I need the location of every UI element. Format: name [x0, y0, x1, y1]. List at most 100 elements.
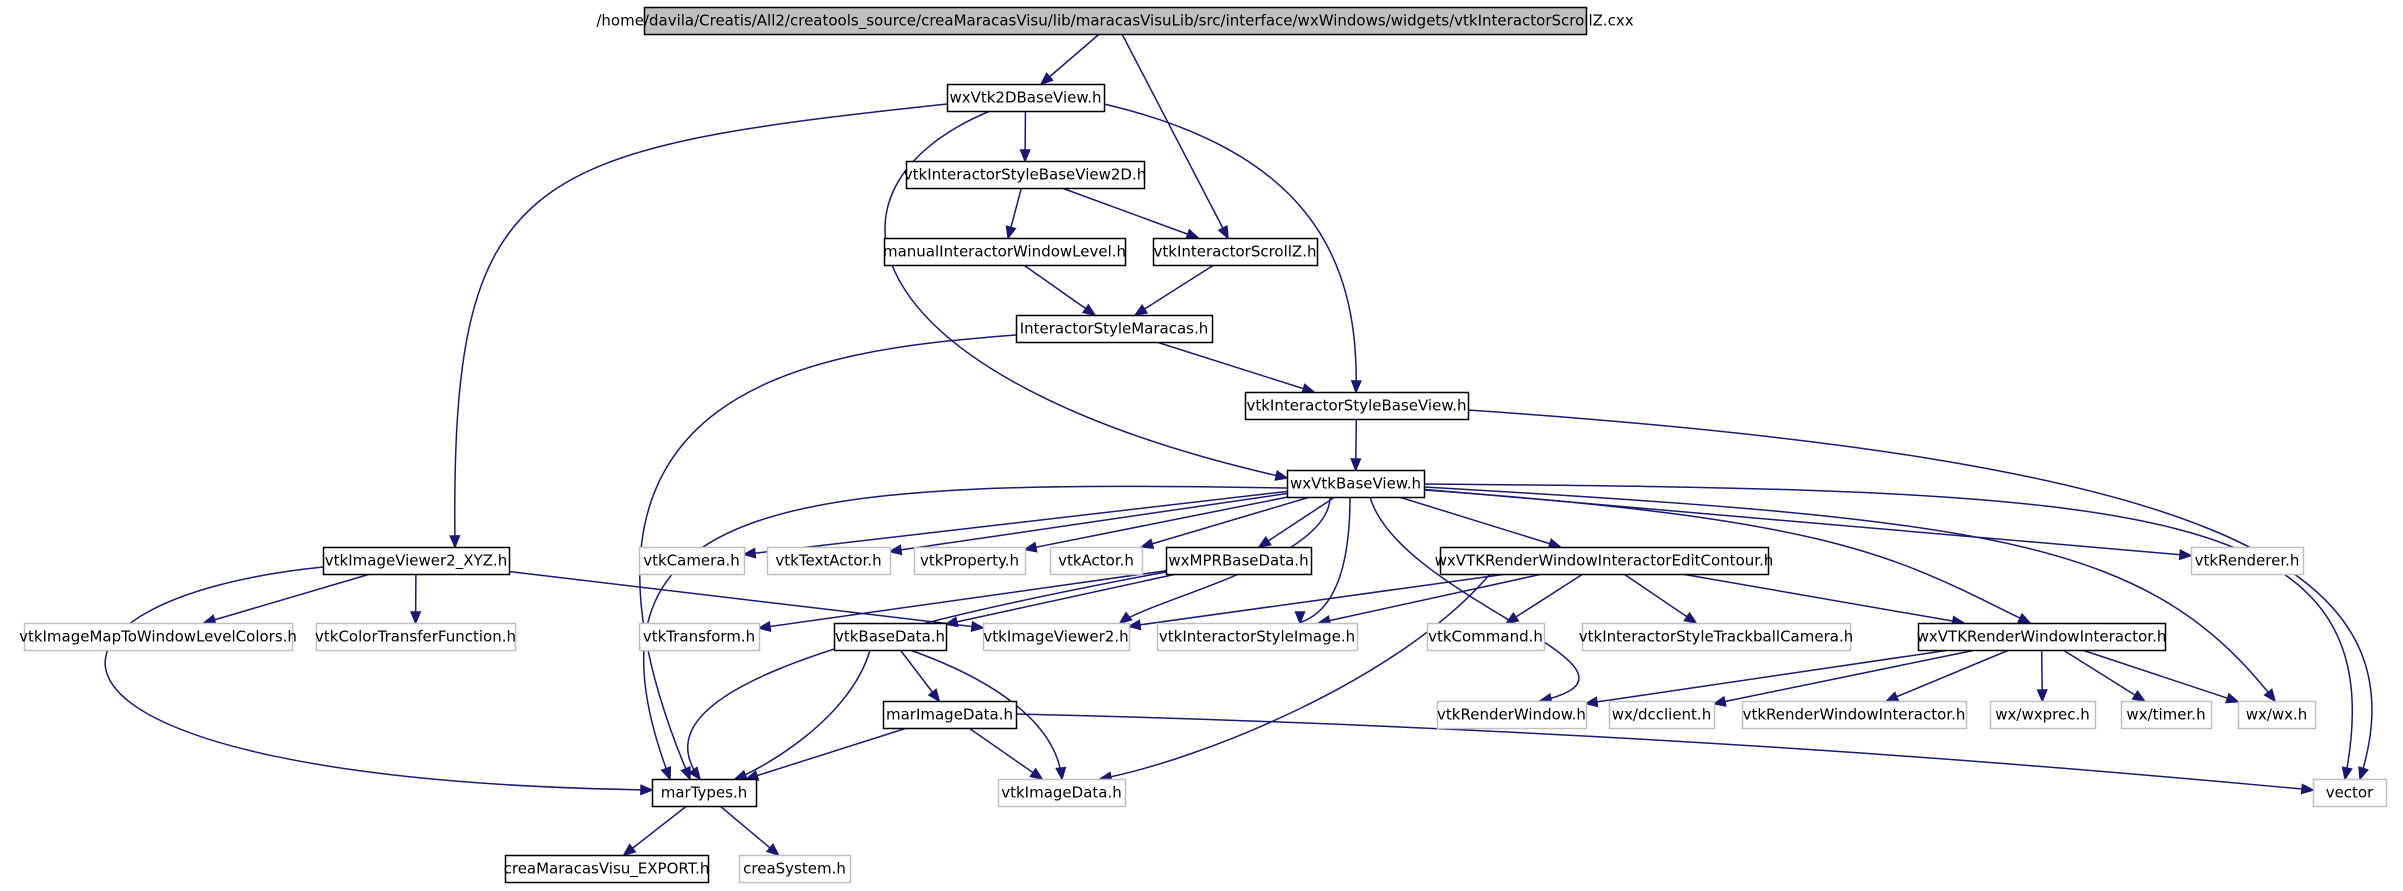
node-wxMPRBaseData[interactable]: wxMPRBaseData.h	[1165, 546, 1313, 576]
edge-line	[1713, 649, 1976, 705]
edge-wxVTKRenderWindowInteractor-to-wxwxprec	[2036, 649, 2048, 703]
node-box	[1917, 622, 2167, 652]
node-wxtimer[interactable]: wx/timer.h	[2120, 700, 2213, 730]
edge-vtkInteractorStyleBaseView-to-vector	[1467, 409, 2373, 781]
arrowhead	[970, 620, 985, 633]
arrowhead	[1683, 611, 1698, 625]
node-creaMaracasVisu_EXPORT[interactable]: creaMaracasVisu_EXPORT.h	[504, 854, 710, 884]
node-marTypes[interactable]: marTypes.h	[651, 778, 758, 808]
node-wxVTKRenderWindowInteractorEditContour[interactable]: wxVTKRenderWindowInteractorEditContour.h	[1435, 546, 1774, 576]
node-vtkInteractorStyleBaseView2D[interactable]: vtkInteractorStyleBaseView2D.h	[904, 160, 1146, 190]
node-vtkRenderWindow[interactable]: vtkRenderWindow.h	[1436, 700, 1588, 730]
edge-root-to-vtkInteractorScrollZ	[1121, 33, 1229, 240]
node-vtkCamera[interactable]: vtkCamera.h	[638, 546, 746, 576]
node-wxVtkBaseView[interactable]: wxVtkBaseView.h	[1286, 469, 1426, 499]
node-vtkRenderer[interactable]: vtkRenderer.h	[2190, 546, 2305, 576]
node-vtkInteractorStyleBaseView[interactable]: vtkInteractorStyleBaseView.h	[1244, 391, 1470, 421]
arrowhead	[449, 535, 461, 549]
node-manualInteractorWindowLevel[interactable]: manualInteractorWindowLevel.h	[883, 237, 1127, 267]
node-vtkInteractorStyleTrackballCamera[interactable]: vtkInteractorStyleTrackballCamera.h	[1579, 622, 1853, 652]
node-vtkProperty[interactable]: vtkProperty.h	[913, 546, 1027, 576]
node-vtkImageMapToWindowLevelColors[interactable]: vtkImageMapToWindowLevelColors.h	[19, 622, 297, 652]
edge-line	[454, 103, 948, 548]
node-box	[2120, 700, 2213, 730]
edge-line	[2081, 649, 2239, 703]
node-vtkTextActor[interactable]: vtkTextActor.h	[766, 546, 892, 576]
node-vtkImageViewer2_XYZ[interactable]: vtkImageViewer2_XYZ.h	[322, 546, 511, 576]
edge-line	[889, 492, 1288, 553]
arrowhead	[2341, 766, 2353, 781]
node-vtkInteractorStyleImage[interactable]: vtkInteractorStyleImage.h	[1156, 622, 1359, 652]
node-root[interactable]: /home/davila/Creatis/All2/creatools_sour…	[596, 6, 1634, 36]
edge-InteractorStyleMaracas-to-vtkInteractorStyleBaseView	[1156, 341, 1316, 394]
node-wxVTKRenderWindowInteractor[interactable]: wxVTKRenderWindowInteractor.h	[1917, 622, 2167, 652]
edge-wxVTKRenderWindowInteractor-to-wxwx	[2081, 649, 2240, 704]
edge-line	[968, 727, 1043, 780]
node-vtkTransform[interactable]: vtkTransform.h	[638, 622, 761, 652]
node-vtkImageViewer2[interactable]: vtkImageViewer2.h	[982, 622, 1131, 652]
node-box	[882, 700, 1018, 730]
node-box	[2190, 546, 2305, 576]
arrowhead	[2300, 783, 2315, 795]
node-label: /home/davila/Creatis/All2/creatools_sour…	[596, 12, 1633, 31]
edge-vtkInteractorStyleBaseView2D-to-manualInteractorWindowLevel	[1005, 187, 1023, 240]
edge-root-to-wxVtk2DBaseView	[1039, 33, 1100, 86]
node-label: creaMaracasVisu_EXPORT.h	[504, 860, 710, 879]
edge-wxVtk2DBaseView-to-wxVtkBaseView	[884, 110, 1289, 481]
node-box	[1244, 391, 1470, 421]
node-box	[946, 83, 1106, 113]
edge-line	[1015, 713, 2314, 791]
node-vtkActor[interactable]: vtkActor.h	[1049, 546, 1144, 576]
edge-line	[203, 573, 371, 624]
edge-line	[734, 649, 871, 780]
edge-vtkBaseData-to-marTypes	[733, 649, 871, 781]
edge-line	[1467, 409, 2373, 780]
arrowhead	[1301, 383, 1316, 394]
node-label: vtkImageMapToWindowLevelColors.h	[19, 628, 297, 646]
node-vtkInteractorScrollZ[interactable]: vtkInteractorScrollZ.h	[1152, 237, 1319, 267]
arrowhead	[2178, 549, 2193, 561]
edge-line	[1398, 496, 1561, 548]
node-vtkBaseData[interactable]: vtkBaseData.h	[833, 622, 948, 652]
edge-line	[642, 485, 1288, 780]
node-marImageData[interactable]: marImageData.h	[882, 700, 1018, 730]
edge-line	[1156, 341, 1315, 393]
edge-line	[1024, 496, 1288, 551]
edge-line	[1141, 496, 1311, 548]
node-wxdcclient[interactable]: wx/dcclient.h	[1608, 700, 1716, 730]
node-label: vtkColorTransferFunction.h	[315, 628, 516, 646]
edge-line	[884, 110, 1288, 479]
arrowhead	[2131, 690, 2147, 703]
edge-line	[1258, 496, 1336, 548]
node-label: vtkImageViewer2_XYZ.h	[325, 552, 507, 571]
node-label: vector	[2326, 784, 2374, 802]
node-vtkRenderWindowInteractor[interactable]: vtkRenderWindowInteractor.h	[1741, 700, 1968, 730]
node-label: wxVTKRenderWindowInteractorEditContour.h	[1435, 552, 1774, 570]
node-InteractorStyleMaracas[interactable]: InteractorStyleMaracas.h	[1015, 314, 1214, 344]
edge-marImageData-to-vector	[1015, 713, 2315, 795]
edges-layer	[104, 33, 2373, 857]
node-label: wxMPRBaseData.h	[1168, 552, 1308, 570]
edge-vtkImageViewer2_XYZ-to-vtkImageViewer2	[508, 570, 985, 633]
node-vtkCommand[interactable]: vtkCommand.h	[1426, 622, 1546, 652]
node-creaSystem[interactable]: creaSystem.h	[738, 854, 852, 884]
edge-wxMPRBaseData-to-marTypes	[687, 571, 1167, 781]
node-wxwxprec[interactable]: wx/wxprec.h	[1989, 700, 2097, 730]
node-box	[1426, 622, 1546, 652]
node-wxVtk2DBaseView[interactable]: wxVtk2DBaseView.h	[946, 83, 1106, 113]
node-box	[23, 622, 294, 652]
edge-marImageData-to-vtkImageData	[968, 727, 1044, 781]
arrowhead	[733, 769, 748, 781]
node-vtkImageData[interactable]: vtkImageData.h	[997, 778, 1127, 808]
node-vtkColorTransferFunction[interactable]: vtkColorTransferFunction.h	[315, 622, 517, 652]
node-wxwx[interactable]: wx/wx.h	[2237, 700, 2317, 730]
arrowhead	[1274, 469, 1289, 481]
node-vector[interactable]: vector	[2312, 778, 2388, 808]
arrowhead	[622, 843, 637, 857]
edge-marTypes-to-creaSystem	[719, 805, 780, 857]
edge-wxVtk2DBaseView-to-vtkImageViewer2_XYZ	[449, 103, 948, 549]
arrowhead	[888, 544, 903, 556]
edge-wxVTKRenderWindowInteractorEditContour-to-vtkInteractorStyleImage	[1316, 573, 1543, 626]
edge-line	[1128, 573, 1507, 628]
edge-marImageData-to-marTypes	[744, 727, 908, 781]
